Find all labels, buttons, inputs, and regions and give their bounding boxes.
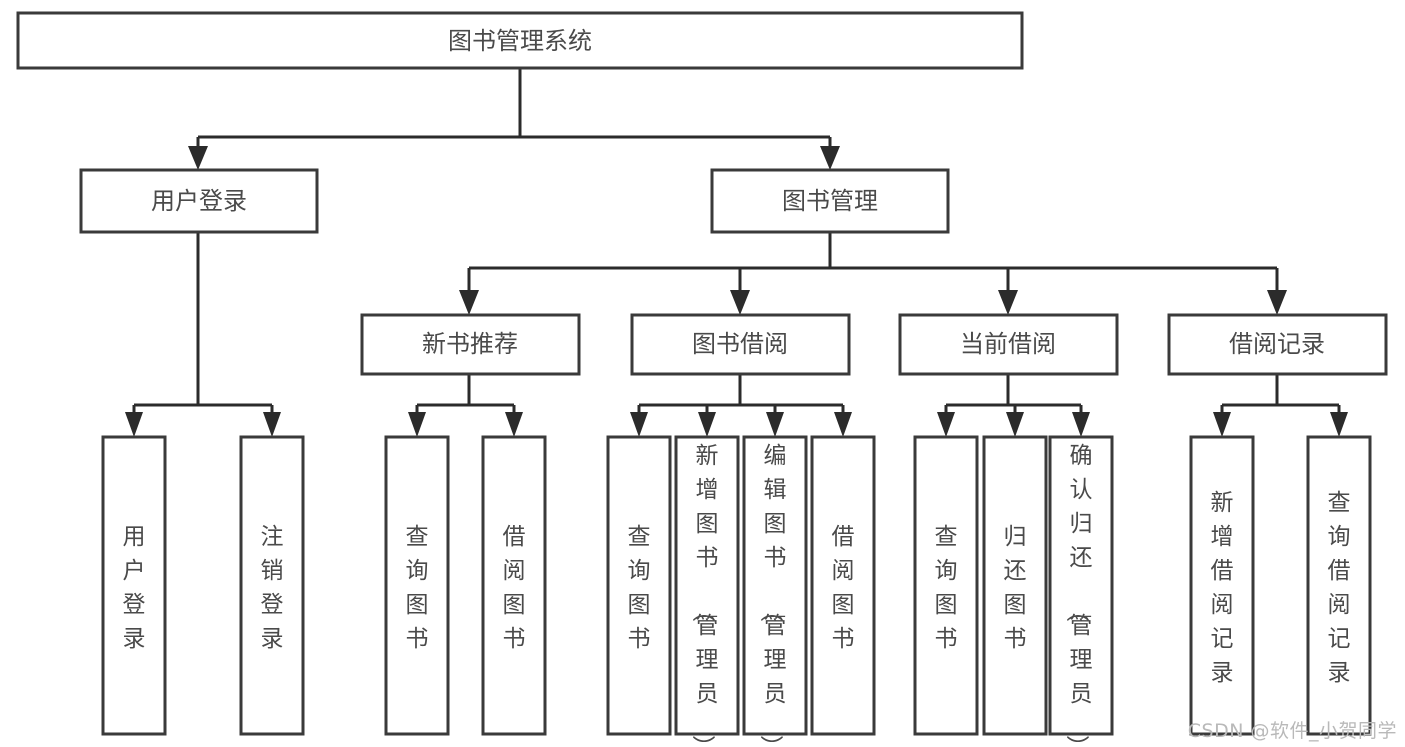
arrowhead-new-book-rec (459, 290, 479, 315)
leaf-node[interactable]: 归还图书 (982, 435, 1048, 736)
node-new-book-rec-label: 新书推荐 (422, 330, 518, 358)
edges-bookmanage-to-level3 (459, 232, 1287, 315)
leaf-node[interactable]: 确认归还（管理员） (1048, 435, 1114, 747)
leaf-node[interactable]: 查询图书 (384, 435, 450, 736)
leaf-new-book-rec-0-label: 查询图书 (406, 524, 429, 652)
leaf-book-borrow-3-label: 借阅图书 (832, 524, 855, 652)
node-book-borrow[interactable]: 图书借阅 (630, 313, 851, 376)
leaf-user-login-1-label: 注销登录 (261, 524, 284, 652)
node-borrow-record-label: 借阅记录 (1229, 330, 1325, 358)
leaf-borrow-record-1-label: 查询借阅记录 (1328, 490, 1351, 686)
node-current-borrow-label: 当前借阅 (960, 330, 1056, 358)
leaf-node[interactable]: 新增借阅记录 (1189, 435, 1255, 736)
leaf-current-borrow-0-label: 查询图书 (935, 524, 958, 652)
edges-userlogin-to-leaves (125, 232, 281, 437)
leaf-user-login-1-box[interactable] (239, 435, 305, 736)
leaf-book-borrow-1-box[interactable] (674, 435, 740, 736)
node-book-manage-box[interactable] (710, 168, 950, 234)
leaf-book-borrow-0-box[interactable] (606, 435, 672, 736)
arrowhead-leaf-b3 (766, 412, 784, 437)
arrowhead-leaf-r1 (1213, 412, 1231, 437)
node-new-book-rec-box[interactable] (360, 313, 581, 376)
leaf-current-borrow-2-box[interactable] (1048, 435, 1114, 736)
arrowhead-leaf-n1 (408, 412, 426, 437)
node-current-borrow-box[interactable] (898, 313, 1119, 376)
leaf-node[interactable]: 借阅图书 (810, 435, 876, 736)
node-borrow-record[interactable]: 借阅记录 (1167, 313, 1388, 376)
node-root-label: 图书管理系统 (448, 27, 592, 55)
node-book-manage-label: 图书管理 (782, 187, 878, 215)
leaf-user-login-0-label: 用户登录 (123, 524, 146, 652)
arrowhead-user-login (188, 146, 208, 170)
arrowhead-leaf-c1 (937, 412, 955, 437)
arrowhead-leaf-b4 (834, 412, 852, 437)
leaf-node[interactable]: 新增图书（管理员） (674, 435, 740, 747)
leaf-node[interactable]: 借阅图书 (481, 435, 547, 736)
arrowhead-leaf-b1 (630, 412, 648, 437)
arrowhead-book-borrow (730, 290, 750, 315)
leaf-book-borrow-2-box[interactable] (742, 435, 808, 736)
leaf-borrow-record-1-box[interactable] (1306, 435, 1372, 736)
node-borrow-record-box[interactable] (1167, 313, 1388, 376)
node-user-login-label: 用户登录 (151, 187, 247, 215)
leaf-user-login-0-box[interactable] (101, 435, 167, 736)
arrowhead-borrow-record (1267, 290, 1287, 315)
leaf-current-borrow-1-label: 归还图书 (1004, 524, 1027, 652)
leaf-borrow-record-0-label: 新增借阅记录 (1211, 490, 1234, 686)
arrowhead-leaf-u2 (263, 412, 281, 437)
node-root[interactable]: 图书管理系统 (16, 11, 1024, 70)
node-new-book-rec[interactable]: 新书推荐 (360, 313, 581, 376)
node-book-manage[interactable]: 图书管理 (710, 168, 950, 234)
leaf-node[interactable]: 用户登录 (101, 435, 167, 736)
arrowhead-leaf-r2 (1330, 412, 1348, 437)
leaf-new-book-rec-0-box[interactable] (384, 435, 450, 736)
leaf-book-borrow-1-label: 新增图书（管理员） (690, 443, 719, 747)
node-current-borrow[interactable]: 当前借阅 (898, 313, 1119, 376)
node-root-box[interactable] (16, 11, 1024, 70)
leaf-book-borrow-0-label: 查询图书 (628, 524, 651, 652)
leaf-new-book-rec-1-label: 借阅图书 (503, 524, 526, 652)
leaf-book-borrow-2-label: 编辑图书（管理员） (758, 443, 787, 747)
leaf-current-borrow-0-box[interactable] (913, 435, 979, 736)
leaf-new-book-rec-1-box[interactable] (481, 435, 547, 736)
arrowhead-leaf-b2 (698, 412, 716, 437)
node-user-login[interactable]: 用户登录 (79, 168, 319, 234)
leaf-node[interactable]: 查询图书 (606, 435, 672, 736)
node-book-borrow-label: 图书借阅 (692, 330, 788, 358)
edges-borrowrecord-to-leaves (1213, 374, 1348, 437)
leaf-book-borrow-3-box[interactable] (810, 435, 876, 736)
leaf-borrow-record-0-box[interactable] (1189, 435, 1255, 736)
leaf-current-borrow-1-box[interactable] (982, 435, 1048, 736)
arrowhead-current-borrow (998, 290, 1018, 315)
edges-currentborrow-to-leaves (937, 374, 1090, 437)
node-book-borrow-box[interactable] (630, 313, 851, 376)
arrowhead-leaf-u1 (125, 412, 143, 437)
leaf-node[interactable]: 查询图书 (913, 435, 979, 736)
leaf-current-borrow-2-label: 确认归还（管理员） (1064, 443, 1093, 747)
edges-newbookrec-to-leaves (408, 374, 523, 437)
edges-root-to-level2 (188, 68, 840, 170)
arrowhead-leaf-n2 (505, 412, 523, 437)
arrowhead-book-manage (820, 146, 840, 170)
leaf-node[interactable]: 编辑图书（管理员） (742, 435, 808, 747)
leaf-node[interactable]: 查询借阅记录 (1306, 435, 1372, 736)
node-user-login-box[interactable] (79, 168, 319, 234)
arrowhead-leaf-c2 (1006, 412, 1024, 437)
leaf-node[interactable]: 注销登录 (239, 435, 305, 736)
edges-bookborrow-to-leaves (630, 374, 852, 437)
arrowhead-leaf-c3 (1072, 412, 1090, 437)
